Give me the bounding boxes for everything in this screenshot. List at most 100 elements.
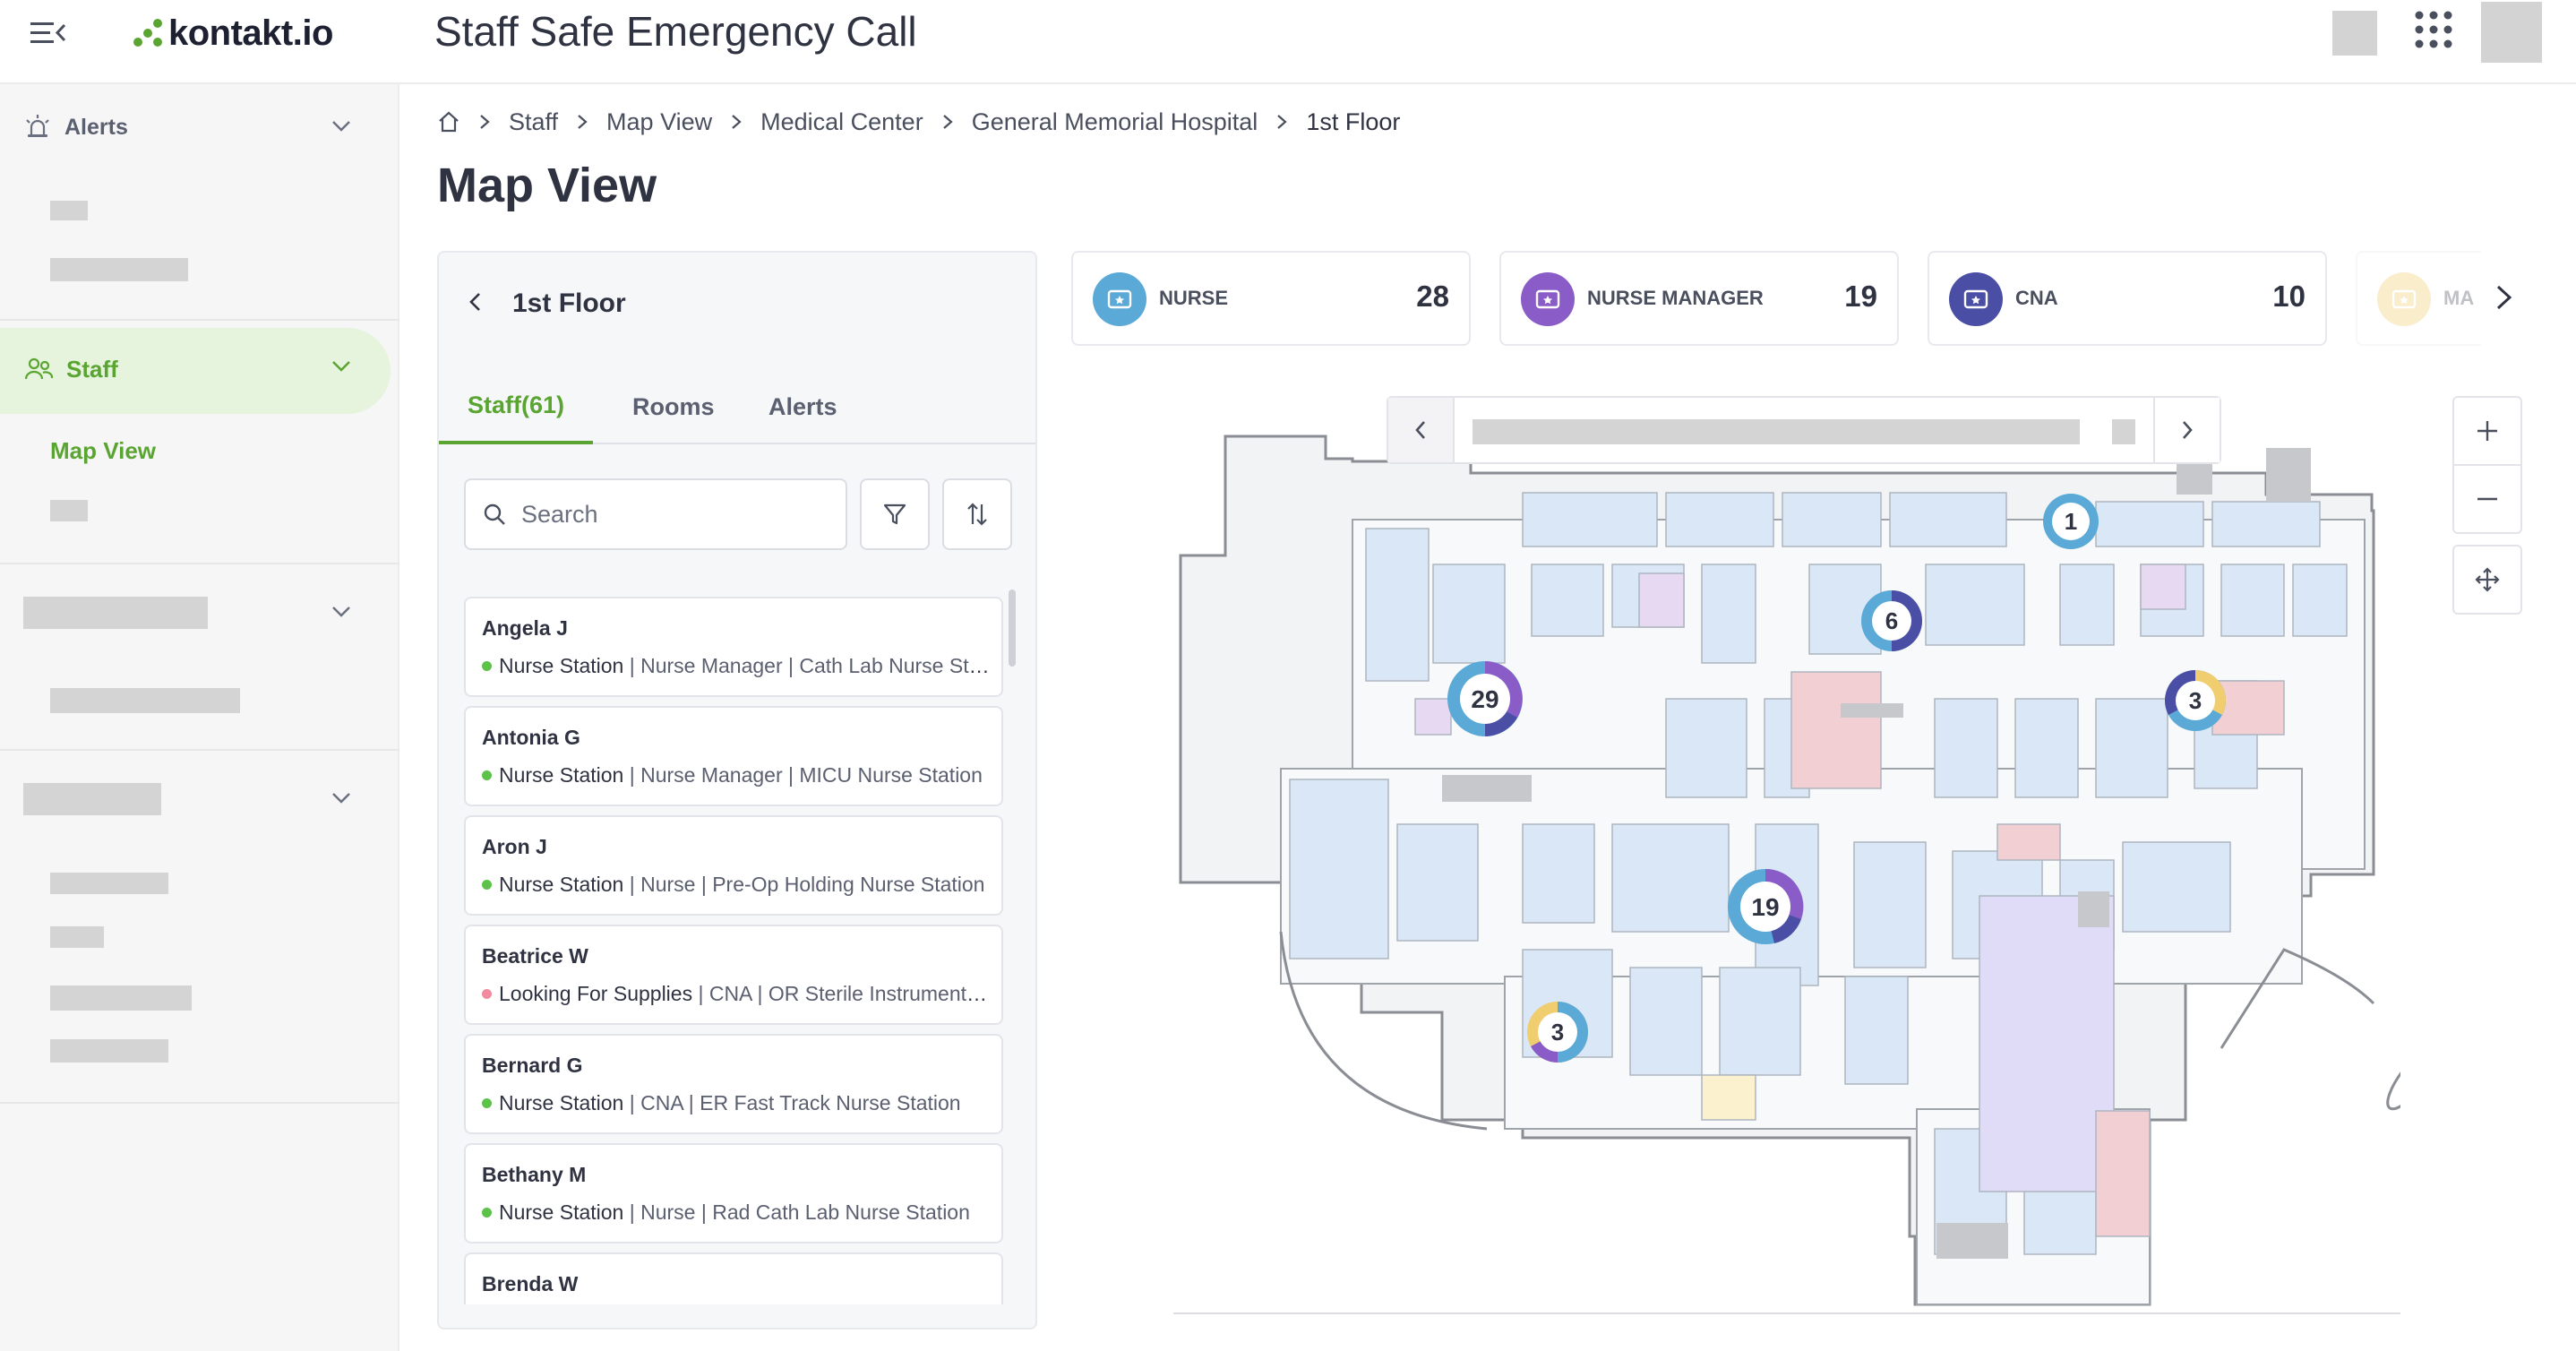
chevron-right-icon[interactable] [2488,280,2520,315]
staff-detail: | Nurse | Rad Cath Lab Nurse Station [623,1200,970,1224]
role-count: 10 [2272,280,2306,313]
staff-list-item[interactable]: Angela J Nurse Station | Nurse Manager |… [464,597,1003,697]
sidebar-subitem-placeholder[interactable] [50,873,168,894]
chevron-right-icon [578,115,588,129]
staff-name: Bernard G [482,1054,583,1077]
role-card-cna[interactable]: CNA 10 [1928,251,2327,346]
panel-title: 1st Floor [512,288,626,318]
sidebar-subitem-placeholder[interactable] [50,201,88,220]
staff-cluster-marker[interactable]: 29 [1447,661,1523,736]
alarm-bell-icon [26,115,49,137]
role-badge-icon [1949,272,2003,326]
role-label: NURSE [1159,287,1229,309]
role-card-ma[interactable]: MA [2356,251,2481,346]
tab-alerts[interactable]: Alerts [769,392,837,420]
app-title: Staff Safe Emergency Call [434,8,917,55]
filter-button[interactable] [860,478,930,550]
logo[interactable]: kontakt.io [133,11,333,56]
recenter-button[interactable] [2452,545,2522,615]
chevron-down-icon[interactable] [328,353,355,380]
sidebar-section-placeholder[interactable] [23,783,161,815]
sidebar-subitem-placeholder[interactable] [50,926,104,948]
role-card-nurse-manager[interactable]: NURSE MANAGER 19 [1499,251,1899,346]
zoom-in-button[interactable] [2452,396,2522,466]
staff-detail: | Nurse | Pre-Op Holding Nurse Station [623,873,985,896]
sidebar-item-map-view[interactable]: Map View [50,437,157,464]
status-dot [482,770,492,780]
staff-list-item[interactable]: Beatrice W Looking For Supplies | CNA | … [464,925,1003,1025]
staff-name: Antonia G [482,726,580,749]
sidebar-subitem-placeholder[interactable] [50,1039,168,1063]
floor-prev-button[interactable] [1388,398,1455,462]
sidebar-item-alerts[interactable]: Alerts [23,109,128,145]
breadcrumb-current: 1st Floor [1306,108,1401,135]
search-icon [484,503,505,525]
status-dot [482,1208,492,1218]
staff-cluster-marker[interactable]: 3 [1527,1002,1588,1063]
role-card-nurse[interactable]: NURSE 28 [1071,251,1471,346]
top-bar: kontakt.io Staff Safe Emergency Call [0,0,2576,84]
sidebar-item-staff-label: Staff [66,355,118,383]
cluster-count: 3 [1551,1019,1564,1046]
tab-rooms[interactable]: Rooms [632,392,715,420]
sidebar-subitem-placeholder[interactable] [50,258,188,281]
sidebar-subitem-placeholder[interactable] [50,688,240,713]
staff-detail: | Nurse Manager | Cath Lab Nurse Station [623,654,992,677]
breadcrumb: Staff Map View Medical Center General Me… [437,106,1400,138]
floor-next-button[interactable] [2153,398,2220,462]
user-avatar[interactable] [2481,2,2542,63]
floor-selector-placeholder[interactable] [1473,419,2080,444]
divider [0,749,399,751]
search-field[interactable] [464,478,847,550]
staff-panel: 1st Floor Staff(61) Rooms Alerts [437,251,1037,1329]
staff-cluster-marker[interactable]: 6 [1861,590,1922,651]
menu-collapse-icon[interactable] [30,20,66,47]
logo-text: kontakt.io [168,13,333,53]
sidebar-section-placeholder[interactable] [23,597,208,629]
breadcrumb-item[interactable]: General Memorial Hospital [971,108,1258,135]
chevron-down-icon[interactable] [328,113,355,140]
staff-cluster-marker[interactable]: 19 [1728,868,1804,944]
search-input[interactable] [521,500,826,529]
chevron-right-icon [480,115,490,129]
staff-list-item[interactable]: Antonia G Nurse Station | Nurse Manager … [464,706,1003,806]
floor-plan-map[interactable]: 1 6 29 3 19 3 [1164,394,2400,1326]
apps-grid-icon[interactable] [2413,9,2454,50]
page-title: Map View [437,159,657,212]
tab-staff[interactable]: Staff(61) [439,369,594,444]
chevron-left-icon [1415,421,1425,439]
chevron-down-icon[interactable] [328,785,355,812]
cluster-count: 6 [1885,607,1898,634]
chevron-down-icon[interactable] [328,598,355,625]
minus-icon [2477,497,2497,501]
home-icon[interactable] [437,110,460,133]
breadcrumb-item[interactable]: Medical Center [760,108,923,135]
status-dot [482,1098,492,1108]
list-scrollbar[interactable] [1009,589,1016,667]
staff-list-item[interactable]: Bernard G Nurse Station | CNA | ER Fast … [464,1034,1003,1134]
zoom-out-button[interactable] [2452,464,2522,534]
staff-detail: | CNA | ER Fast Track Nurse Station [623,1091,961,1114]
sort-button[interactable] [942,478,1012,550]
staff-cluster-marker[interactable]: 1 [2043,494,2099,549]
sidebar-subitem-placeholder[interactable] [50,985,192,1011]
staff-cluster-marker[interactable]: 3 [2165,670,2226,731]
sidebar: Alerts Staff Map View [0,84,399,1351]
chevron-right-icon [942,115,953,129]
staff-list-item[interactable]: Bethany M Nurse Station | Nurse | Rad Ca… [464,1143,1003,1243]
floor-selector-placeholder[interactable] [2112,419,2135,444]
staff-list-item[interactable]: Brenda W [464,1252,1003,1304]
sidebar-item-staff[interactable]: Staff [23,351,118,387]
sidebar-subitem-placeholder[interactable] [50,500,88,521]
breadcrumb-item[interactable]: Staff [509,108,559,135]
staff-list-item[interactable]: Aron J Nurse Station | Nurse | Pre-Op Ho… [464,815,1003,916]
staff-status: Nurse Station [499,654,624,677]
staff-status: Nurse Station [499,763,624,787]
breadcrumb-item[interactable]: Map View [606,108,713,135]
header-placeholder-button[interactable] [2332,11,2377,56]
plus-icon [2477,421,2497,441]
staff-list[interactable]: Angela J Nurse Station | Nurse Manager |… [464,597,1009,1304]
chevron-left-icon[interactable] [462,288,489,315]
sidebar-section-alerts: Alerts [0,84,399,321]
role-label: NURSE MANAGER [1587,287,1764,309]
